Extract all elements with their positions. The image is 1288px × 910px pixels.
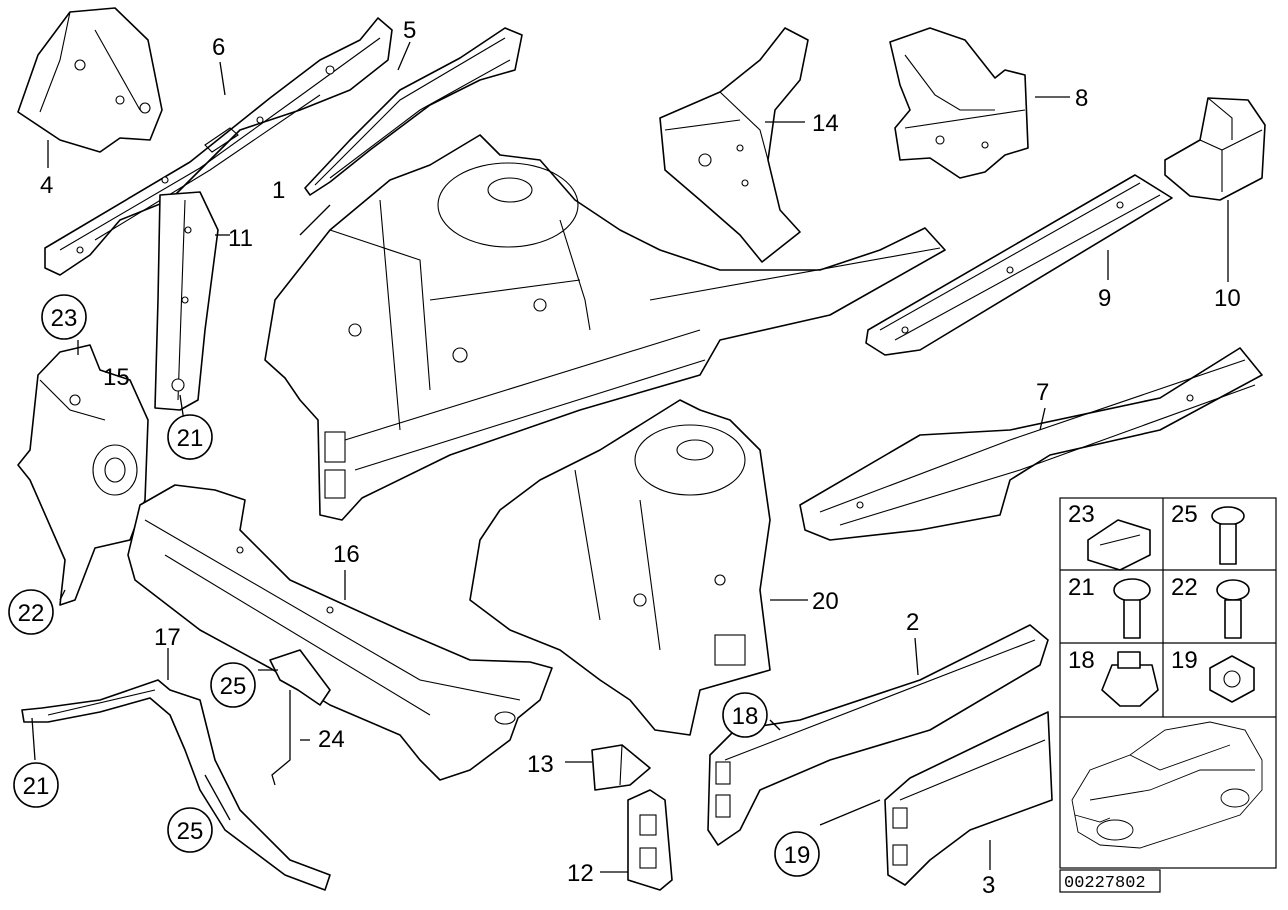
part-7-rail[interactable] <box>799 347 1263 541</box>
part-2-lower-rail[interactable] <box>707 624 1049 846</box>
part-20-wheelhouse-assembly[interactable] <box>469 399 771 736</box>
callout-16: 16 <box>333 541 360 568</box>
diagram-id: 00227802 <box>1064 874 1146 893</box>
part-5-narrow-rail[interactable] <box>304 27 523 196</box>
fastener-cell-18[interactable]: 18 <box>1068 647 1159 707</box>
svg-text:18: 18 <box>732 703 759 730</box>
part-16-crossmember[interactable] <box>127 484 553 781</box>
callout-9: 9 <box>1098 285 1111 312</box>
circled-callout-25-upper[interactable]: 25 <box>210 662 256 708</box>
callout-3: 3 <box>982 872 995 899</box>
circled-callouts: 23 21 22 25 21 25 18 19 <box>8 294 820 877</box>
callout-20: 20 <box>812 588 839 615</box>
callout-2: 2 <box>906 609 919 636</box>
svg-text:18: 18 <box>1068 647 1095 674</box>
svg-text:25: 25 <box>177 818 204 845</box>
part-6-upper-rail[interactable] <box>44 17 393 276</box>
part-10-bracket[interactable] <box>1164 97 1266 201</box>
svg-text:23: 23 <box>1068 501 1095 528</box>
part-14-pillar-panel[interactable] <box>659 27 809 263</box>
svg-text:25: 25 <box>1171 501 1198 528</box>
part-17-strut[interactable] <box>21 679 331 891</box>
callout-7: 7 <box>1036 379 1049 406</box>
callout-1: 1 <box>272 177 285 204</box>
svg-text:22: 22 <box>1171 574 1198 601</box>
callout-14: 14 <box>812 110 839 137</box>
circled-callout-23[interactable]: 23 <box>41 294 87 340</box>
svg-text:21: 21 <box>1068 574 1095 601</box>
part-13-wedge[interactable] <box>591 744 651 791</box>
callout-15: 15 <box>103 364 130 391</box>
callout-10: 10 <box>1214 285 1241 312</box>
part-24-bracket-cable[interactable] <box>269 649 331 786</box>
callout-11: 11 <box>228 225 253 252</box>
callout-4: 4 <box>40 172 53 199</box>
svg-text:21: 21 <box>23 773 50 800</box>
fastener-cell-22[interactable]: 22 <box>1171 574 1250 639</box>
svg-text:19: 19 <box>784 842 811 869</box>
part-11-pillar-strip[interactable] <box>154 191 219 411</box>
fastener-cell-19[interactable]: 19 <box>1171 647 1255 703</box>
callout-labels: 1 2 3 4 5 6 7 8 9 10 11 12 13 14 15 16 1… <box>40 17 1241 899</box>
part-4-wheelhouse-panel[interactable] <box>17 7 163 153</box>
circled-callout-25-lower[interactable]: 25 <box>167 807 213 853</box>
diagram-id-box: 00227802 <box>1059 869 1161 893</box>
callout-13: 13 <box>527 751 554 778</box>
car-silhouette-icon <box>1071 721 1263 849</box>
circled-callout-21-lower[interactable]: 21 <box>13 762 59 808</box>
callout-12: 12 <box>567 860 594 887</box>
fastener-cell-25[interactable]: 25 <box>1171 501 1245 565</box>
callout-8: 8 <box>1075 85 1088 112</box>
fastener-grid: 23 25 21 22 18 19 <box>1059 497 1277 869</box>
part-15-bracket[interactable] <box>17 344 149 606</box>
callout-17: 17 <box>154 624 181 651</box>
callout-6: 6 <box>212 34 225 61</box>
circled-callout-19[interactable]: 19 <box>774 831 820 877</box>
part-9-sill-rail[interactable] <box>865 174 1173 356</box>
callout-24: 24 <box>318 726 345 753</box>
circled-callout-21-upper[interactable]: 21 <box>167 414 213 460</box>
callout-5: 5 <box>403 17 416 44</box>
svg-text:22: 22 <box>18 600 45 627</box>
svg-text:21: 21 <box>177 425 204 452</box>
svg-text:25: 25 <box>220 673 247 700</box>
fastener-cell-21[interactable]: 21 <box>1068 574 1151 639</box>
circled-callout-22[interactable]: 22 <box>8 589 54 635</box>
leader-lines <box>31 41 1229 873</box>
part-3-lower-rail[interactable] <box>884 711 1053 886</box>
svg-text:23: 23 <box>51 305 78 332</box>
part-12-bracket[interactable] <box>627 789 673 891</box>
part-1-wheelhouse-assembly[interactable] <box>264 134 946 521</box>
circled-callout-18[interactable]: 18 <box>722 692 768 738</box>
svg-text:19: 19 <box>1171 647 1198 674</box>
fastener-cell-23[interactable]: 23 <box>1068 501 1151 571</box>
part-8-arch-panel[interactable] <box>889 27 1029 179</box>
